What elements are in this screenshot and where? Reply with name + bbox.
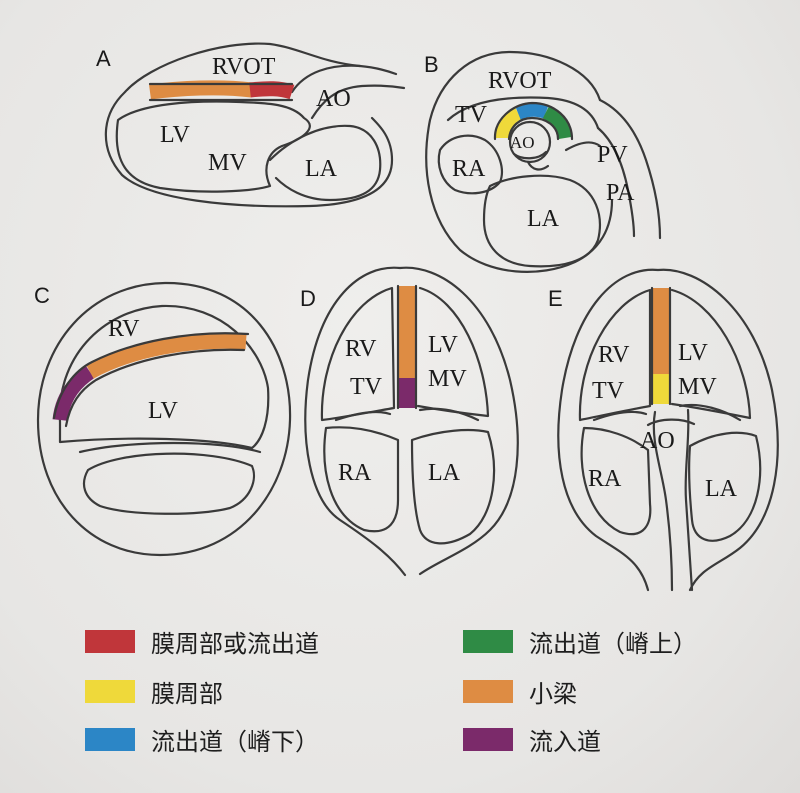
panel-e-label-mv: MV <box>678 374 717 400</box>
panel-d-label-tv: TV <box>350 374 383 400</box>
panel-d-valve-lines <box>334 407 480 422</box>
panel-c-label-lv: LV <box>148 398 178 424</box>
legend-swatch-yellow <box>85 679 135 703</box>
legend-swatch-purple <box>463 727 513 751</box>
panel-a-la-wall <box>268 124 382 202</box>
panel-b-rvot-inner <box>446 96 600 130</box>
panel-b-pa-inner <box>596 126 636 238</box>
panel-a-label-lv: LV <box>160 122 190 148</box>
heart-diagrams: A RVOT AO LV MV LA B <box>34 42 779 592</box>
panel-c: C RV LV <box>34 281 292 557</box>
panel-e-lv-chamber <box>670 288 752 420</box>
panel-b-label-pa: PA <box>606 180 635 206</box>
panel-e-la-chamber <box>688 431 762 542</box>
legend-swatch-blue <box>85 727 135 751</box>
panel-d-outer-wall <box>304 266 519 577</box>
panel-a-label-rvot: RVOT <box>212 54 276 80</box>
panel-c-label-rv: RV <box>108 316 140 342</box>
panel-b-label-ao: AO <box>510 133 535 152</box>
legend-item-outlet-supracristal: 流出道（嵴上） <box>463 624 697 658</box>
panel-d-letter: D <box>300 286 316 311</box>
panel-b-septum-edge <box>493 101 574 141</box>
legend-label: 流出道（嵴下） <box>151 727 319 756</box>
legend-label: 流出道（嵴上） <box>529 629 697 658</box>
panel-d: D RV LV TV MV RA LA <box>300 266 519 577</box>
legend-swatch-orange <box>463 679 513 703</box>
panel-a-aorta-upper <box>290 64 398 94</box>
panel-a-septum-trabecular <box>149 80 253 100</box>
panel-c-inner-wall <box>58 304 270 450</box>
panel-b-label-tv: TV <box>455 102 488 128</box>
legend-item-perimembranous-or-outlet: 膜周部或流出道 <box>85 624 319 658</box>
panel-b-septum-outlet-supracristal <box>542 105 572 140</box>
legend-swatch-green <box>463 629 513 653</box>
panel-b-la-wall <box>482 174 601 268</box>
panel-e-label-rv: RV <box>598 342 630 368</box>
panel-e-label-tv: TV <box>592 378 625 404</box>
panel-a-septum-edge <box>148 82 294 102</box>
panel-d-label-rv: RV <box>345 336 377 362</box>
legend-label: 小梁 <box>529 679 577 708</box>
legend-label: 流入道 <box>529 727 601 756</box>
panel-a-septum-perimembranous-outlet <box>249 81 295 100</box>
panel-e-label-lv: LV <box>678 340 708 366</box>
legend-item-perimembranous: 膜周部 <box>85 674 223 708</box>
panel-d-label-mv: MV <box>428 366 467 392</box>
panel-e-label-la: LA <box>705 476 738 502</box>
panel-d-label-lv: LV <box>428 332 458 358</box>
panel-d-label-la: LA <box>428 460 461 486</box>
panel-a-lv-wall <box>115 100 311 193</box>
panel-b-septum-outlet-subcristal <box>515 102 549 120</box>
panel-a-label-la: LA <box>305 156 338 182</box>
panel-d-ra-chamber <box>323 426 400 533</box>
panel-e: E RV LV TV MV AO RA LA <box>548 268 779 592</box>
panel-a-letter: A <box>96 46 111 71</box>
panel-e-septum-edge <box>650 286 672 406</box>
panel-e-outer-wall <box>557 268 779 592</box>
panel-b: B RVOT TV AO PV RA PA LA <box>424 50 662 273</box>
panel-a-outer-wall <box>104 42 394 208</box>
panel-b-label-la: LA <box>527 206 560 232</box>
legend-item-trabecular: 小梁 <box>463 674 577 708</box>
legend-item-outlet-subcristal: 流出道（嵴下） <box>85 722 319 756</box>
panel-a-aorta-lower <box>310 84 406 120</box>
panel-c-outer-wall <box>36 281 292 557</box>
panel-d-la-chamber <box>410 428 496 545</box>
panel-d-label-ra: RA <box>338 460 372 486</box>
panel-b-letter: B <box>424 52 439 77</box>
panel-c-septum-trabecular <box>86 333 247 379</box>
panel-b-label-pv: PV <box>597 142 628 168</box>
panel-e-label-ra: RA <box>588 466 622 492</box>
panel-d-septum-edge <box>396 284 418 410</box>
panel-b-label-rvot: RVOT <box>488 68 552 94</box>
panel-b-pa-outer <box>598 98 662 240</box>
panel-a-label-ao: AO <box>316 86 351 112</box>
panel-c-lower-chamber <box>82 452 256 515</box>
panel-e-rv-chamber <box>578 288 652 422</box>
panel-e-ra-chamber <box>580 426 652 536</box>
panel-c-letter: C <box>34 283 50 308</box>
panel-b-label-ra: RA <box>452 156 486 182</box>
panel-e-label-ao: AO <box>640 428 675 454</box>
legend-label: 膜周部 <box>151 679 223 708</box>
panel-e-letter: E <box>548 286 563 311</box>
panel-a-label-mv: MV <box>208 150 247 176</box>
panel-c-septum-inlet <box>52 365 95 422</box>
panel-b-pv-line <box>564 141 602 152</box>
legend-label: 膜周部或流出道 <box>151 629 319 658</box>
panel-c-lower-line <box>78 441 262 454</box>
panel-c-septum-edge <box>52 332 250 428</box>
panel-a: A RVOT AO LV MV LA <box>96 42 406 208</box>
legend-swatch-red <box>85 629 135 653</box>
panel-e-aorta <box>646 408 696 592</box>
panel-b-aortic-root <box>508 120 552 164</box>
panel-b-valve-cusps <box>512 150 550 171</box>
panel-e-valve-lines <box>592 403 742 422</box>
panel-b-septum-perimembranous <box>495 106 522 139</box>
legend-item-inlet: 流入道 <box>463 722 601 756</box>
color-legend: 膜周部或流出道 流出道（嵴上） 膜周部 小梁 流出道（嵴下） 流入道 <box>0 612 800 762</box>
